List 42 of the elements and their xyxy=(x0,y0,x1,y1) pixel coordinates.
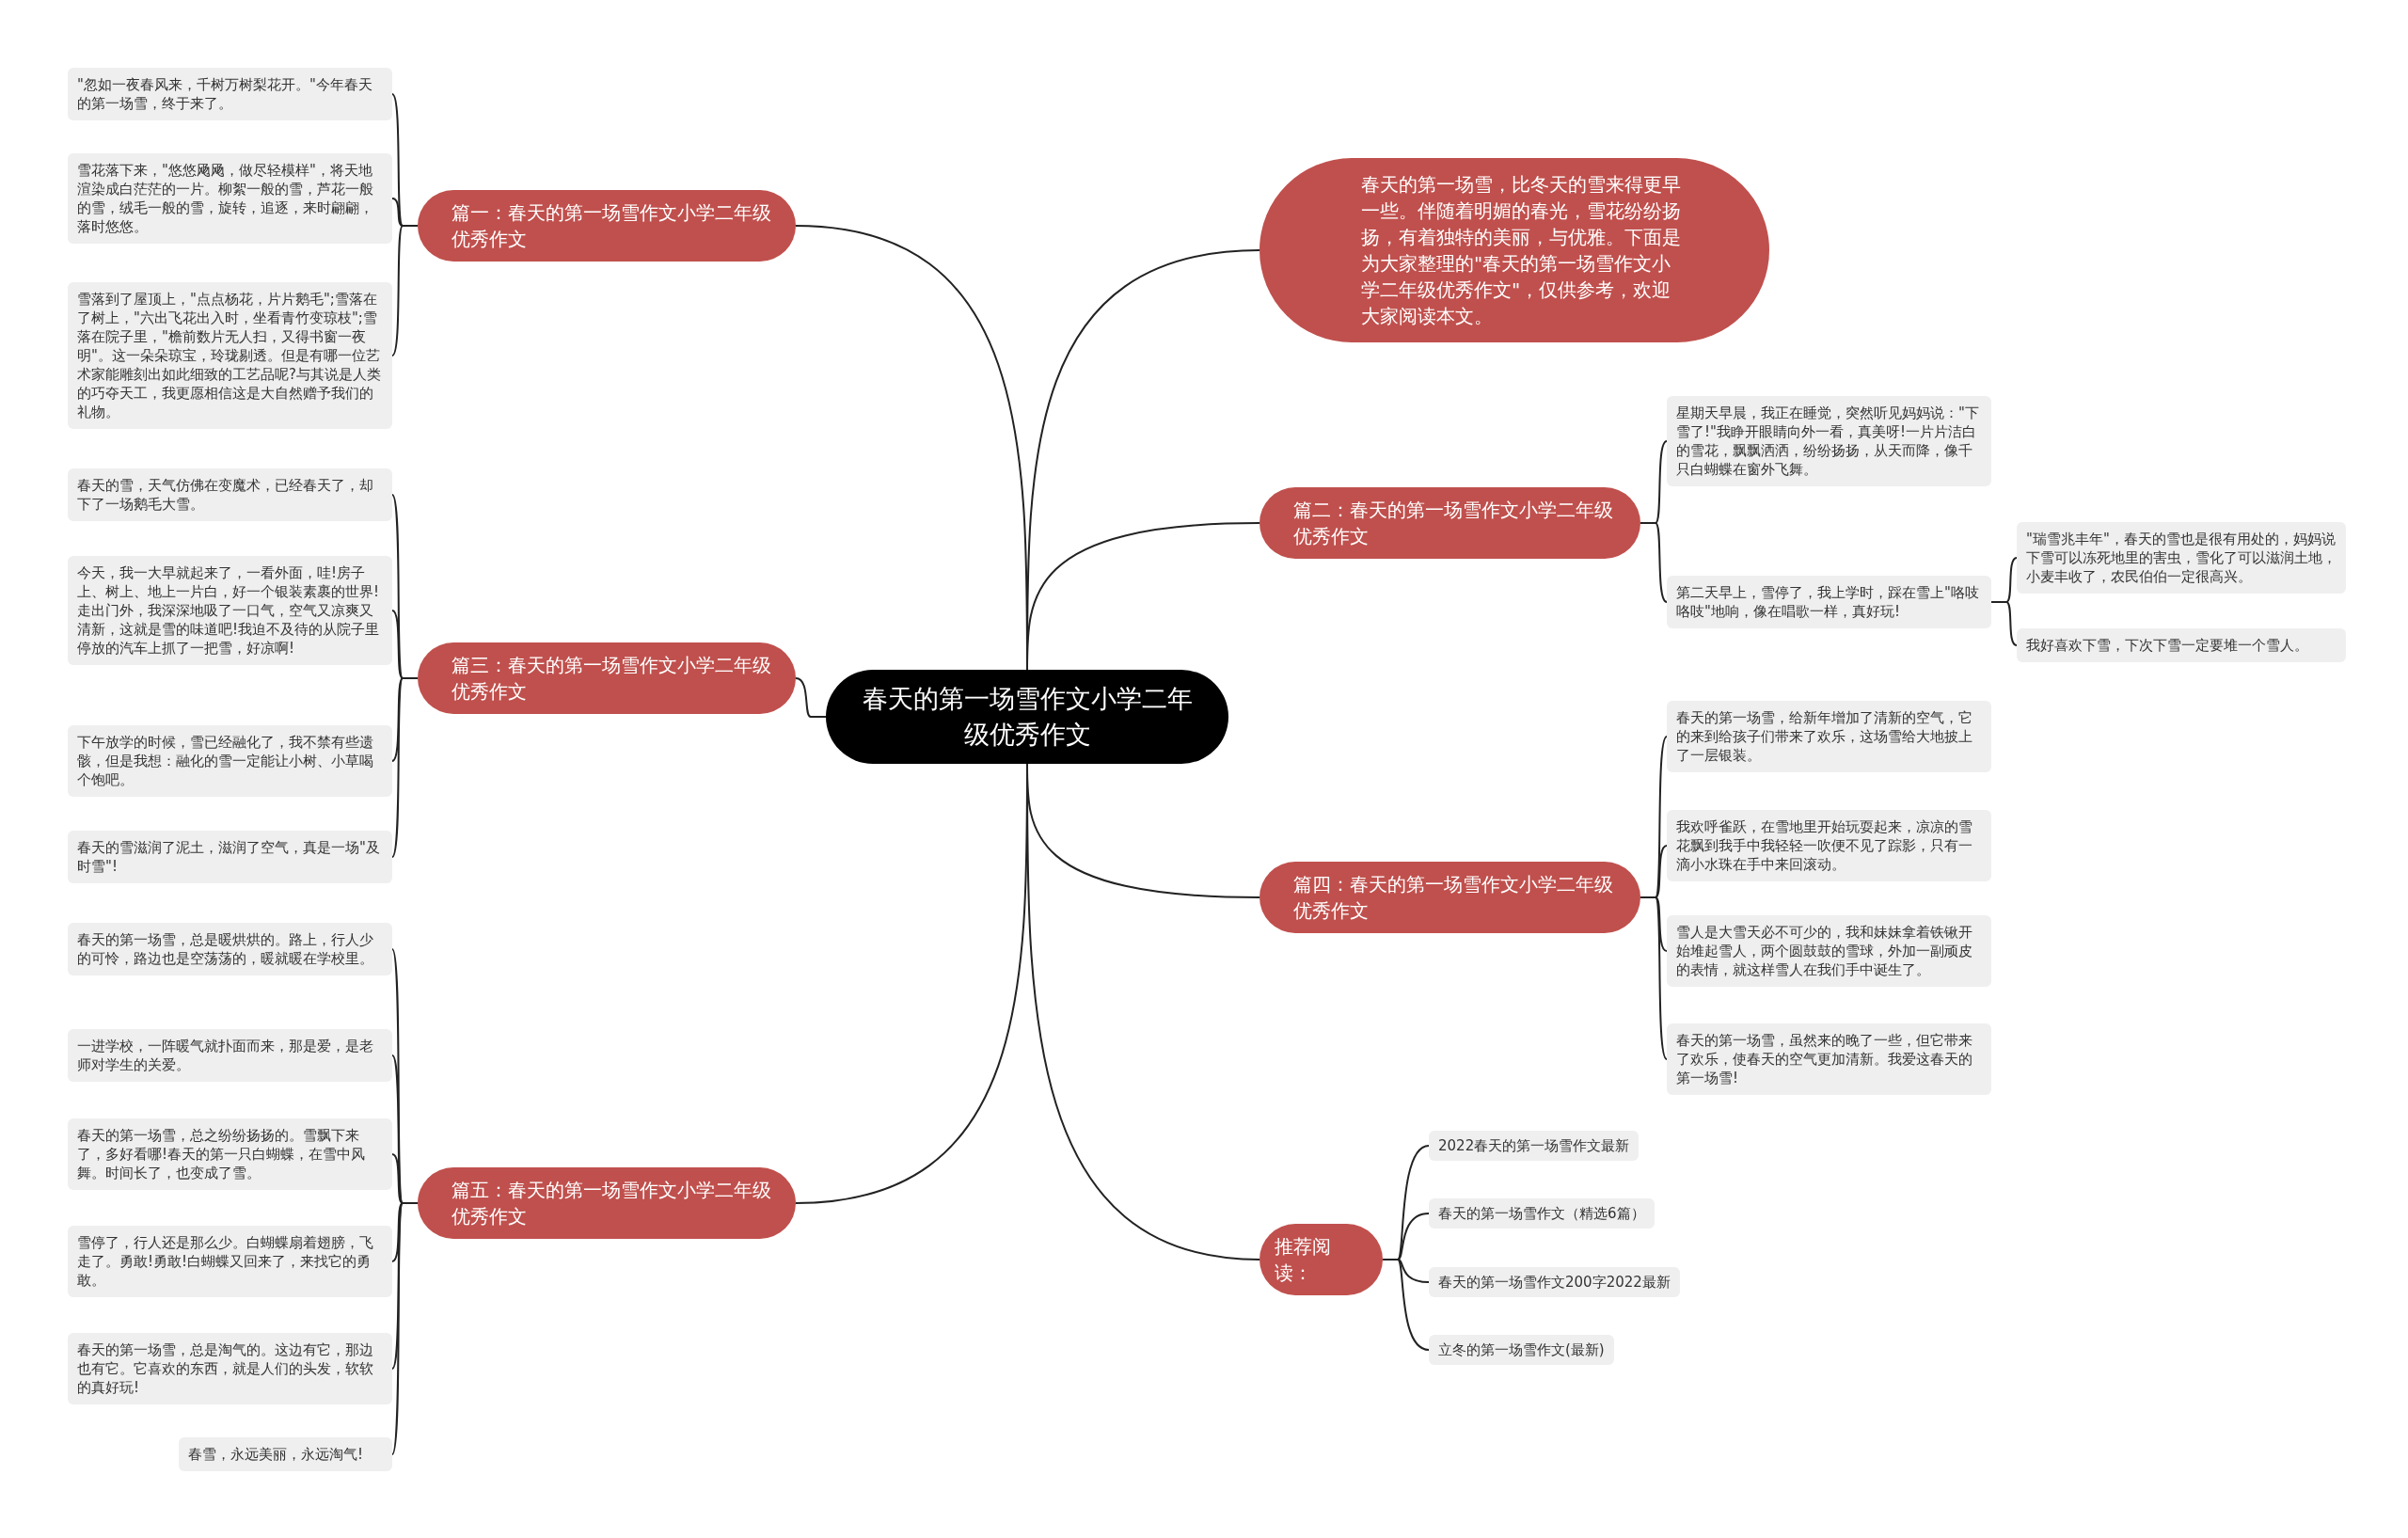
branch-topic: 篇五：春天的第一场雪作文小学二年级优秀作文 xyxy=(418,1167,796,1239)
leaf-note: 春天的第一场雪作文（精选6篇） xyxy=(1429,1198,1655,1229)
intro-topic: 春天的第一场雪，比冬天的雪来得更早一些。伴随着明媚的春光，雪花纷纷扬扬，有着独特的美丽，与优雅。下面是为大家整理的"春天的第一场雪作文小学二年级优秀作文"，仅供参考，欢迎大家阅读本文。 xyxy=(1259,158,1769,342)
leaf-note: 星期天早晨，我正在睡觉，突然听见妈妈说："下雪了!"我睁开眼睛向外一看，真美呀!一片片洁白的雪花，飘飘洒洒，纷纷扬扬，从天而降，像千只白蝴蝶在窗外飞舞。 xyxy=(1667,396,1991,486)
leaf-note: 下午放学的时候，雪已经融化了，我不禁有些遗骸，但是我想：融化的雪一定能让小树、小草喝个饱吧。 xyxy=(68,725,392,797)
connector-line xyxy=(1990,601,2018,646)
leaf-note: 春雪，永远美丽，永远淘气! xyxy=(179,1437,392,1471)
leaf-note: "忽如一夜春风来，千树万树梨花开。"今年春天的第一场雪，终于来了。 xyxy=(68,68,392,120)
connector-line xyxy=(1026,522,1260,671)
leaf-note: 雪落到了屋顶上，"点点杨花，片片鹅毛";雪落在了树上，"六出飞花出入时，坐看青竹变琼枝";雪落在院子里，"檐前数片无人扫，又得书窗一夜明"。这一朵朵琼宝，玲珑剔透。但是有哪一位艺术家能雕刻出如此细致的工艺品呢?与其说是人类的巧夺天工，我更愿相信这是大自然赠予我们的礼物。 xyxy=(68,282,392,429)
leaf-note: "瑞雪兆丰年"，春天的雪也是很有用处的，妈妈说下雪可以冻死地里的害虫，雪化了可以滋润土地，小麦丰收了，农民伯伯一定很高兴。 xyxy=(2017,522,2346,594)
branch-topic: 篇一：春天的第一场雪作文小学二年级优秀作文 xyxy=(418,190,796,262)
leaf-note: 雪人是大雪天必不可少的，我和妹妹拿着铁锹开始堆起雪人，两个圆鼓鼓的雪球，外加一副顽皮的表情，就这样雪人在我们手中诞生了。 xyxy=(1667,915,1991,987)
branch-topic: 篇四：春天的第一场雪作文小学二年级优秀作文 xyxy=(1259,862,1640,933)
central-topic: 春天的第一场雪作文小学二年级优秀作文 xyxy=(826,670,1228,764)
connector-line xyxy=(1640,896,1668,1060)
leaf-note: 春天的第一场雪，总之纷纷扬扬的。雪飘下来了，多好看哪!春天的第一只白蝴蝶，在雪中风舞。时间长了，也变成了雪。 xyxy=(68,1118,392,1190)
leaf-note: 我欢呼雀跃，在雪地里开始玩耍起来，凉凉的雪花飘到我手中我轻轻一吹便不见了踪影，只有一滴小水珠在手中来回滚动。 xyxy=(1667,810,1991,881)
connector-line xyxy=(1382,1259,1430,1351)
leaf-note: 春天的第一场雪，总是淘气的。这边有它，那边也有它。它喜欢的东西，就是人们的头发，软软的真好玩! xyxy=(68,1333,392,1404)
leaf-note: 今天，我一大早就起来了，一看外面，哇!房子上、树上、地上一片白，好一个银装素裹的世界!走出门外，我深深地吸了一口气，空气又凉爽又清新，这就是雪的味道吧!我迫不及待的从院子里停放的汽车上抓了一把雪，好凉啊! xyxy=(68,556,392,665)
leaf-note: 春天的第一场雪作文200字2022最新 xyxy=(1429,1267,1680,1297)
leaf-note: 春天的第一场雪，虽然来的晚了一些，但它带来了欢乐，使春天的空气更加清新。我爱这春天的第一场雪! xyxy=(1667,1023,1991,1095)
connector-line xyxy=(391,677,419,858)
leaf-note: 第二天早上，雪停了，我上学时，踩在雪上"咯吱咯吱"地响，像在唱歌一样，真好玩! xyxy=(1667,576,1991,628)
connector-line xyxy=(795,677,827,718)
leaf-note: 春天的第一场雪，总是暖烘烘的。路上，行人少的可怜，路边也是空荡荡的，暖就暖在学校里。 xyxy=(68,923,392,975)
leaf-note: 一进学校，一阵暖气就扑面而来，那是爱，是老师对学生的关爱。 xyxy=(68,1029,392,1082)
leaf-note: 春天的雪，天气仿佛在变魔术，已经春天了，却下了一场鹅毛大雪。 xyxy=(68,468,392,521)
branch-topic: 推荐阅读： xyxy=(1259,1224,1383,1295)
connector-line xyxy=(391,225,419,357)
leaf-note: 2022春天的第一场雪作文最新 xyxy=(1429,1131,1640,1161)
branch-topic: 篇二：春天的第一场雪作文小学二年级优秀作文 xyxy=(1259,487,1640,559)
leaf-note: 春天的雪滋润了泥土，滋润了空气，真是一场"及时雪"! xyxy=(68,831,392,883)
connector-line xyxy=(1640,522,1668,603)
branch-topic: 篇三：春天的第一场雪作文小学二年级优秀作文 xyxy=(418,642,796,714)
connector-line xyxy=(391,1202,419,1455)
leaf-note: 立冬的第一场雪作文(最新) xyxy=(1429,1335,1614,1365)
leaf-note: 我好喜欢下雪，下次下雪一定要堆一个雪人。 xyxy=(2017,628,2346,662)
leaf-note: 雪停了，行人还是那么少。白蝴蝶扇着翅膀，飞走了。勇敢!勇敢!白蝴蝶又回来了，来找它的勇敢。 xyxy=(68,1226,392,1297)
leaf-note: 春天的第一场雪，给新年增加了清新的空气，它的来到给孩子们带来了欢乐，这场雪给大地披上了一层银装。 xyxy=(1667,701,1991,772)
leaf-note: 雪花落下来，"悠悠飏飏，做尽轻模样"，将天地渲染成白茫茫的一片。柳絮一般的雪，芦花一般的雪，绒毛一般的雪，旋转，追逐，来时翩翩，落时悠悠。 xyxy=(68,153,392,244)
